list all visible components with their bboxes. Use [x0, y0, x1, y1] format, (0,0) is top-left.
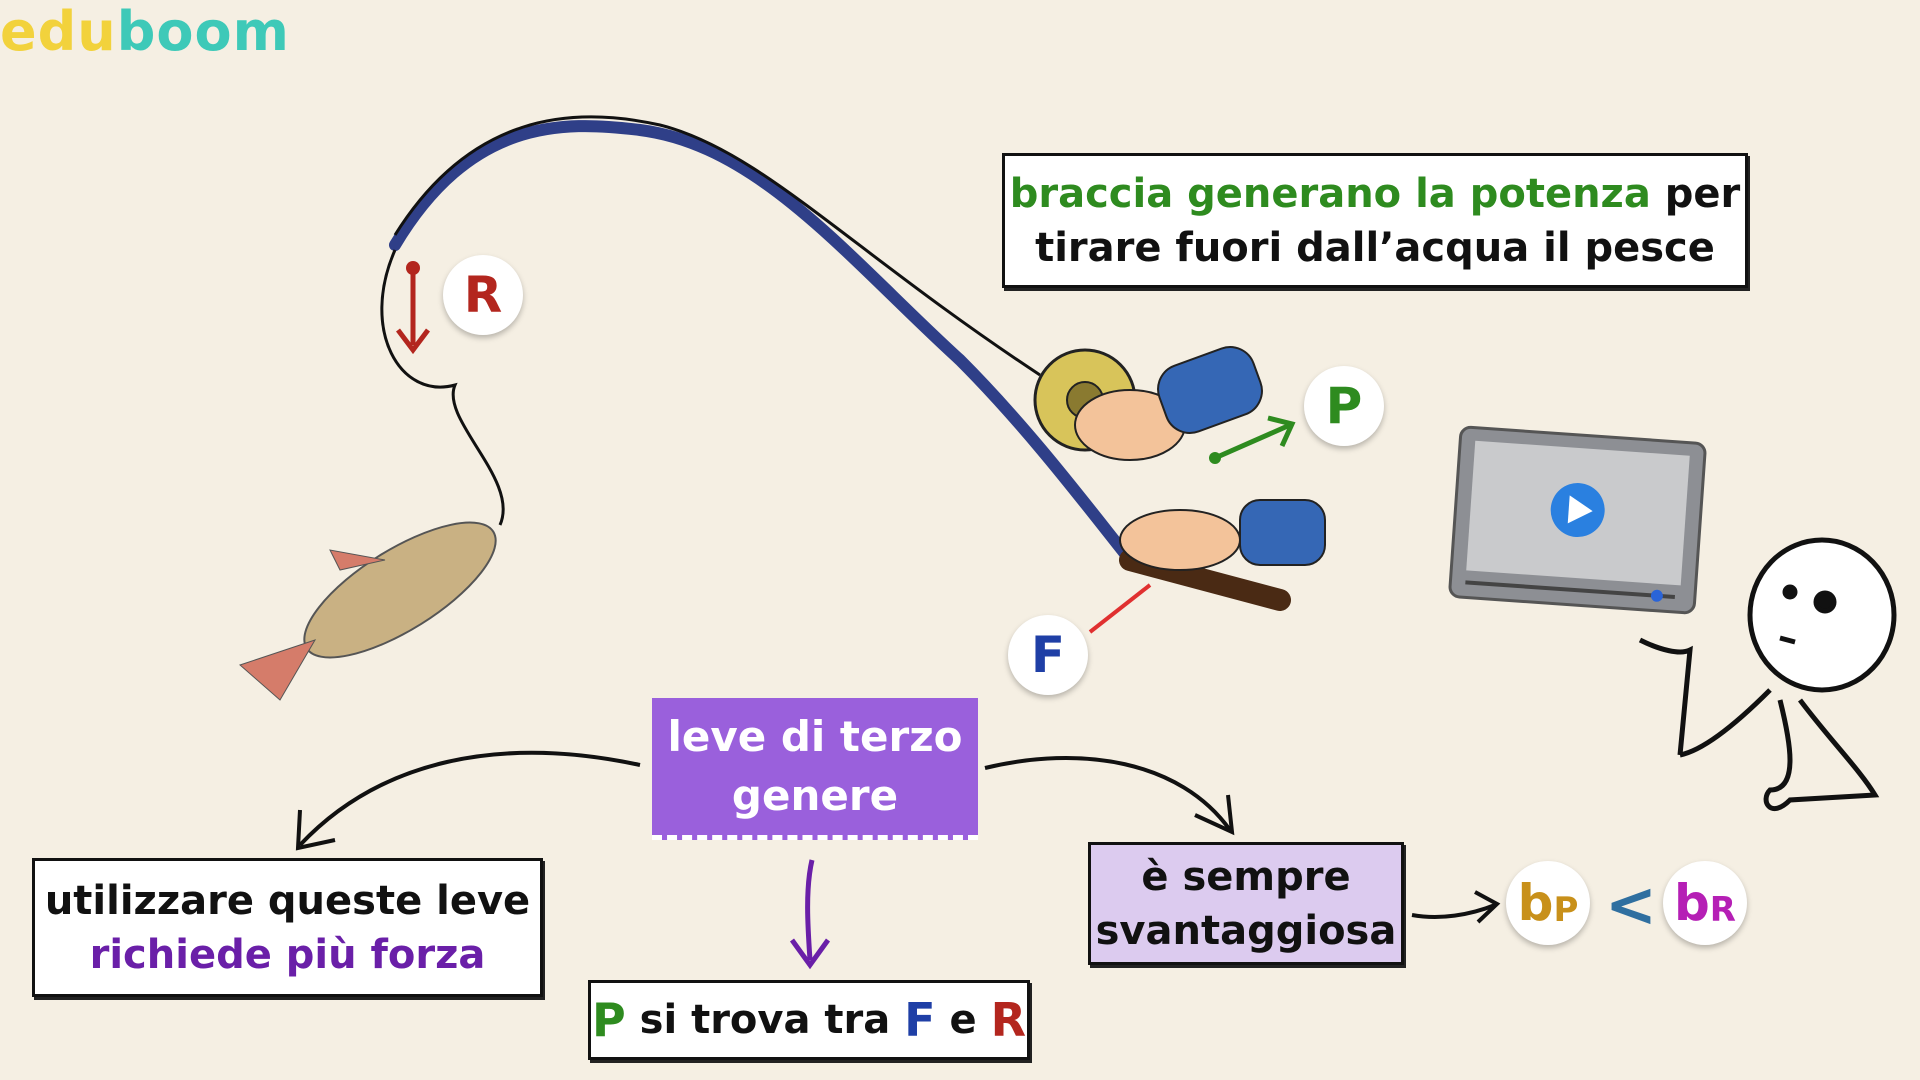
bottom-box: P si trova tra F e R — [588, 980, 1030, 1060]
bottom-r: R — [990, 992, 1027, 1047]
right-box: è sempre svantaggiosa — [1088, 842, 1404, 965]
fishing-line — [393, 115, 1041, 377]
left-arrow — [298, 750, 641, 847]
stick-figure — [1638, 537, 1897, 811]
p-label: P — [1304, 366, 1384, 446]
br-sub: R — [1709, 890, 1736, 930]
center-topic-box: leve di terzo genere — [652, 698, 978, 840]
logo-edu: edu — [0, 0, 117, 63]
center-line1: leve di terzo — [667, 712, 963, 761]
less-than-symbol: < — [1605, 868, 1657, 941]
f-line — [1088, 583, 1152, 634]
left-line1: utilizzare queste leve — [44, 877, 531, 924]
bottom-mid1: si trova tra — [625, 997, 905, 1043]
p-arrow — [1213, 422, 1292, 461]
top-green-text: braccia generano la potenza — [1009, 170, 1651, 217]
fishing-rod — [389, 120, 1136, 566]
fish — [239, 521, 497, 701]
left-box: utilizzare queste leve richiede più forz… — [32, 858, 543, 997]
f-label: F — [1008, 615, 1088, 695]
r-label: R — [443, 255, 523, 335]
bottom-mid2: e — [935, 997, 991, 1043]
bp-b: b — [1517, 874, 1554, 932]
upper-sleeve — [1157, 346, 1263, 434]
right-arrow — [984, 756, 1232, 832]
eduboom-logo: eduboom — [0, 0, 1920, 63]
bottom-p: P — [591, 992, 626, 1047]
bottom-f: F — [904, 992, 936, 1047]
to-comparison-arrow — [1411, 903, 1496, 919]
right-line2: svantaggiosa — [1095, 907, 1397, 954]
right-line1: è sempre — [1141, 853, 1351, 900]
lower-hand — [1119, 509, 1241, 571]
lower-sleeve — [1239, 499, 1326, 566]
video-player — [1448, 425, 1707, 615]
center-line2: genere — [731, 770, 899, 820]
bp-sub: P — [1553, 890, 1579, 930]
left-line2: richiede più forza — [89, 931, 486, 978]
hanging-line — [380, 249, 505, 526]
br-b: b — [1674, 874, 1710, 932]
top-line2: tirare fuori dall’acqua il pesce — [1035, 224, 1715, 271]
logo-boom: boom — [116, 0, 290, 63]
top-explanation-box: braccia generano la potenza per tirare f… — [1002, 153, 1748, 288]
top-text-rest: per — [1650, 170, 1741, 217]
down-arrow — [805, 859, 815, 961]
